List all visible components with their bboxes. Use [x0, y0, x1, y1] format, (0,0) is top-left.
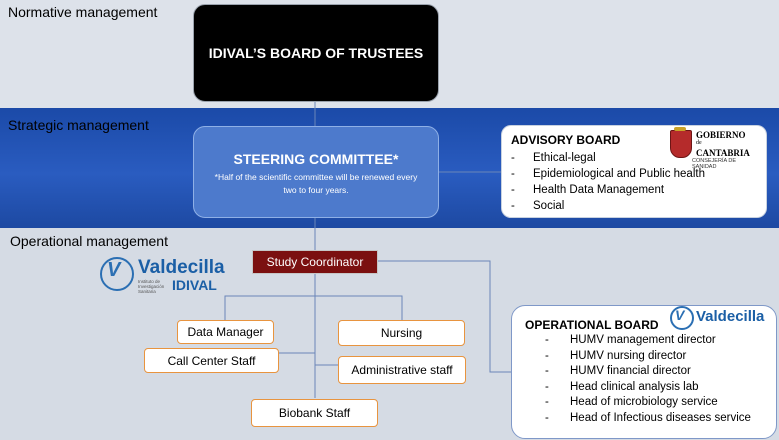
- operational-board-list: HUMV management director HUMV nursing di…: [545, 333, 751, 427]
- valdecilla-op-logo-name: Valdecilla: [696, 308, 765, 325]
- steering-committee: STEERING COMMITTEE* *Half of the scienti…: [193, 126, 439, 218]
- operational-item: Head clinical analysis lab: [545, 380, 751, 396]
- board-of-trustees: IDIVAL’S BOARD OF TRUSTEES: [193, 4, 439, 102]
- valdecilla-v-icon: [100, 257, 134, 291]
- advisory-item: Epidemiological and Public health: [511, 166, 705, 182]
- operational-item: HUMV financial director: [545, 364, 751, 380]
- advisory-item: Health Data Management: [511, 182, 705, 198]
- operational-board-title: OPERATIONAL BOARD: [525, 318, 659, 332]
- role-administrative: Administrative staff: [338, 356, 466, 384]
- logo-de: de: [696, 140, 702, 146]
- valdecilla-logo-sub: Instituto de Investigación Sanitaria: [138, 279, 165, 294]
- board-of-trustees-label: IDIVAL’S BOARD OF TRUSTEES: [208, 45, 424, 61]
- valdecilla-logo-name: Valdecilla: [138, 257, 225, 278]
- study-coordinator: Study Coordinator: [252, 250, 378, 274]
- advisory-item: Ethical-legal: [511, 150, 705, 166]
- gobierno-cantabria-logo: GOBIERNO de CANTABRIA CONSEJERÍA DE SANI…: [670, 127, 760, 170]
- normative-label: Normative management: [8, 4, 158, 20]
- logo-line1: GOBIERNO: [696, 130, 746, 140]
- advisory-item: Social: [511, 198, 705, 214]
- cantabria-shield-icon: [670, 130, 692, 158]
- operational-item: HUMV nursing director: [545, 349, 751, 365]
- logo-line2: CANTABRIA: [696, 148, 750, 158]
- operational-board: OPERATIONAL BOARD HUMV management direct…: [511, 305, 777, 439]
- steering-title: STEERING COMMITTEE*: [233, 151, 399, 167]
- role-data-manager: Data Manager: [177, 320, 274, 344]
- operational-item: Head of Infectious diseases service: [545, 411, 751, 427]
- advisory-title: ADVISORY BOARD: [511, 133, 621, 147]
- operational-label: Operational management: [10, 233, 168, 249]
- idival-logo-text: IDIVAL: [172, 277, 217, 293]
- valdecilla-v-icon: [670, 306, 694, 330]
- role-call-center: Call Center Staff: [144, 348, 279, 373]
- operational-item: HUMV management director: [545, 333, 751, 349]
- valdecilla-idival-logo: V Valdecilla Instituto de Investigación …: [100, 255, 230, 297]
- logo-line3: CONSEJERÍA DE SANIDAD: [692, 158, 737, 170]
- valdecilla-op-logo: V Valdecilla: [670, 306, 770, 332]
- advisory-list: Ethical-legal Epidemiological and Public…: [511, 150, 705, 214]
- crown-icon: [674, 127, 686, 131]
- operational-item: Head of microbiology service: [545, 395, 751, 411]
- advisory-board: ADVISORY BOARD Ethical-legal Epidemiolog…: [501, 125, 767, 218]
- role-nursing: Nursing: [338, 320, 465, 346]
- connector-coordinator-opboard: [376, 260, 511, 373]
- steering-note: *Half of the scientific committee will b…: [214, 172, 418, 195]
- study-coordinator-label: Study Coordinator: [266, 255, 364, 269]
- connector-branch-top: [224, 295, 403, 320]
- role-biobank: Biobank Staff: [251, 399, 378, 427]
- strategic-label: Strategic management: [8, 117, 149, 133]
